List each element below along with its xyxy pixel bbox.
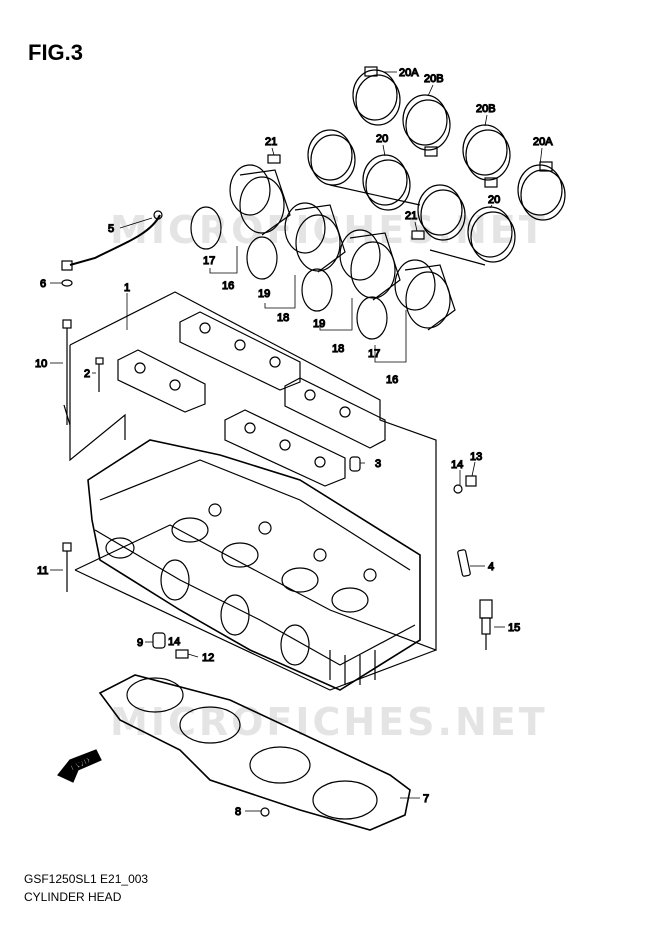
callout-16-b: 16 [386,374,398,386]
footer-code: GSF1250SL1 E21_003 [24,872,149,886]
callout-7: 7 [423,793,429,805]
callout-15: 15 [508,622,520,634]
spark-plug-15 [479,599,493,650]
o-ring-19-a [246,236,278,280]
watermark-bottom: MICROFICHES.NET [110,700,548,744]
clamp-20B-a [402,94,451,157]
bolt-11 [62,542,72,592]
callout-17-b: 17 [368,348,380,360]
callout-2: 2 [84,368,90,380]
intake-pipe-16-rear [229,164,291,236]
callout-11: 11 [37,565,48,577]
bolt-21-a [267,154,281,164]
callout-3: 3 [375,458,381,470]
callout-21-a: 21 [265,136,277,148]
callout-18-a: 18 [277,312,289,324]
head-gasket-7 [98,674,411,831]
callout-10: 10 [35,358,47,370]
dowel-9 [152,632,166,649]
washer-6 [61,279,73,287]
callout-6: 6 [40,278,46,290]
bolt-21-b [411,230,425,240]
callout-18-b: 18 [332,343,344,355]
callout-8: 8 [235,806,241,818]
callout-19-b: 19 [313,318,325,330]
callout-20B-b: 20B [476,103,496,115]
callout-20B-a: 20B [424,73,444,85]
callout-12: 12 [202,652,214,664]
pipe-4 [457,549,471,577]
callout-21-b: 21 [405,210,417,222]
leader-lines [50,71,543,812]
plug-13 [453,475,477,494]
bolt-10 [62,319,72,426]
intake-pipe-18-a [284,202,346,273]
o-ring-19-b [301,268,333,312]
callout-20A-b: 20A [533,136,553,148]
clamp-20-d [429,206,516,266]
callout-16-a: 16 [222,280,234,292]
intake-pipe-18-b [339,229,401,301]
fwd-label: FWD [69,756,92,773]
camshaft-holder-rear [179,311,386,449]
callout-20-a: 20 [376,133,388,145]
figure-title: FIG.3 [28,40,84,65]
clamp-20-c [417,184,466,241]
camshaft-holder-front [117,349,346,487]
fwd-arrow-icon [57,749,102,783]
callout-9: 9 [137,637,143,649]
dowel-3 [349,456,361,472]
callout-17-a: 17 [203,255,215,267]
callout-20A-a: 20A [399,67,419,79]
clamp-20A-b [517,161,566,221]
callout-1: 1 [124,282,130,294]
callout-19-a: 19 [258,288,270,300]
callout-5: 5 [108,223,114,235]
intake-pipe-16-front [394,259,456,331]
callout-20-b: 20 [488,194,500,206]
clamp-20B-b [462,124,511,188]
clamp-20A-a [352,66,401,126]
breather-hose-5 [61,210,163,271]
callout-14-top: 14 [451,459,463,471]
o-ring-17-b [356,296,388,340]
cylinder-head-box [69,291,437,691]
footer-name: CYLINDER HEAD [24,890,122,904]
o-ring-17-a [190,206,222,250]
callout-13: 13 [470,451,482,463]
bolt-12 [175,649,189,659]
bolt-2 [95,357,104,392]
callout-4: 4 [488,561,494,573]
cylinder-head [87,439,421,691]
callout-14-bottom: 14 [168,636,180,648]
